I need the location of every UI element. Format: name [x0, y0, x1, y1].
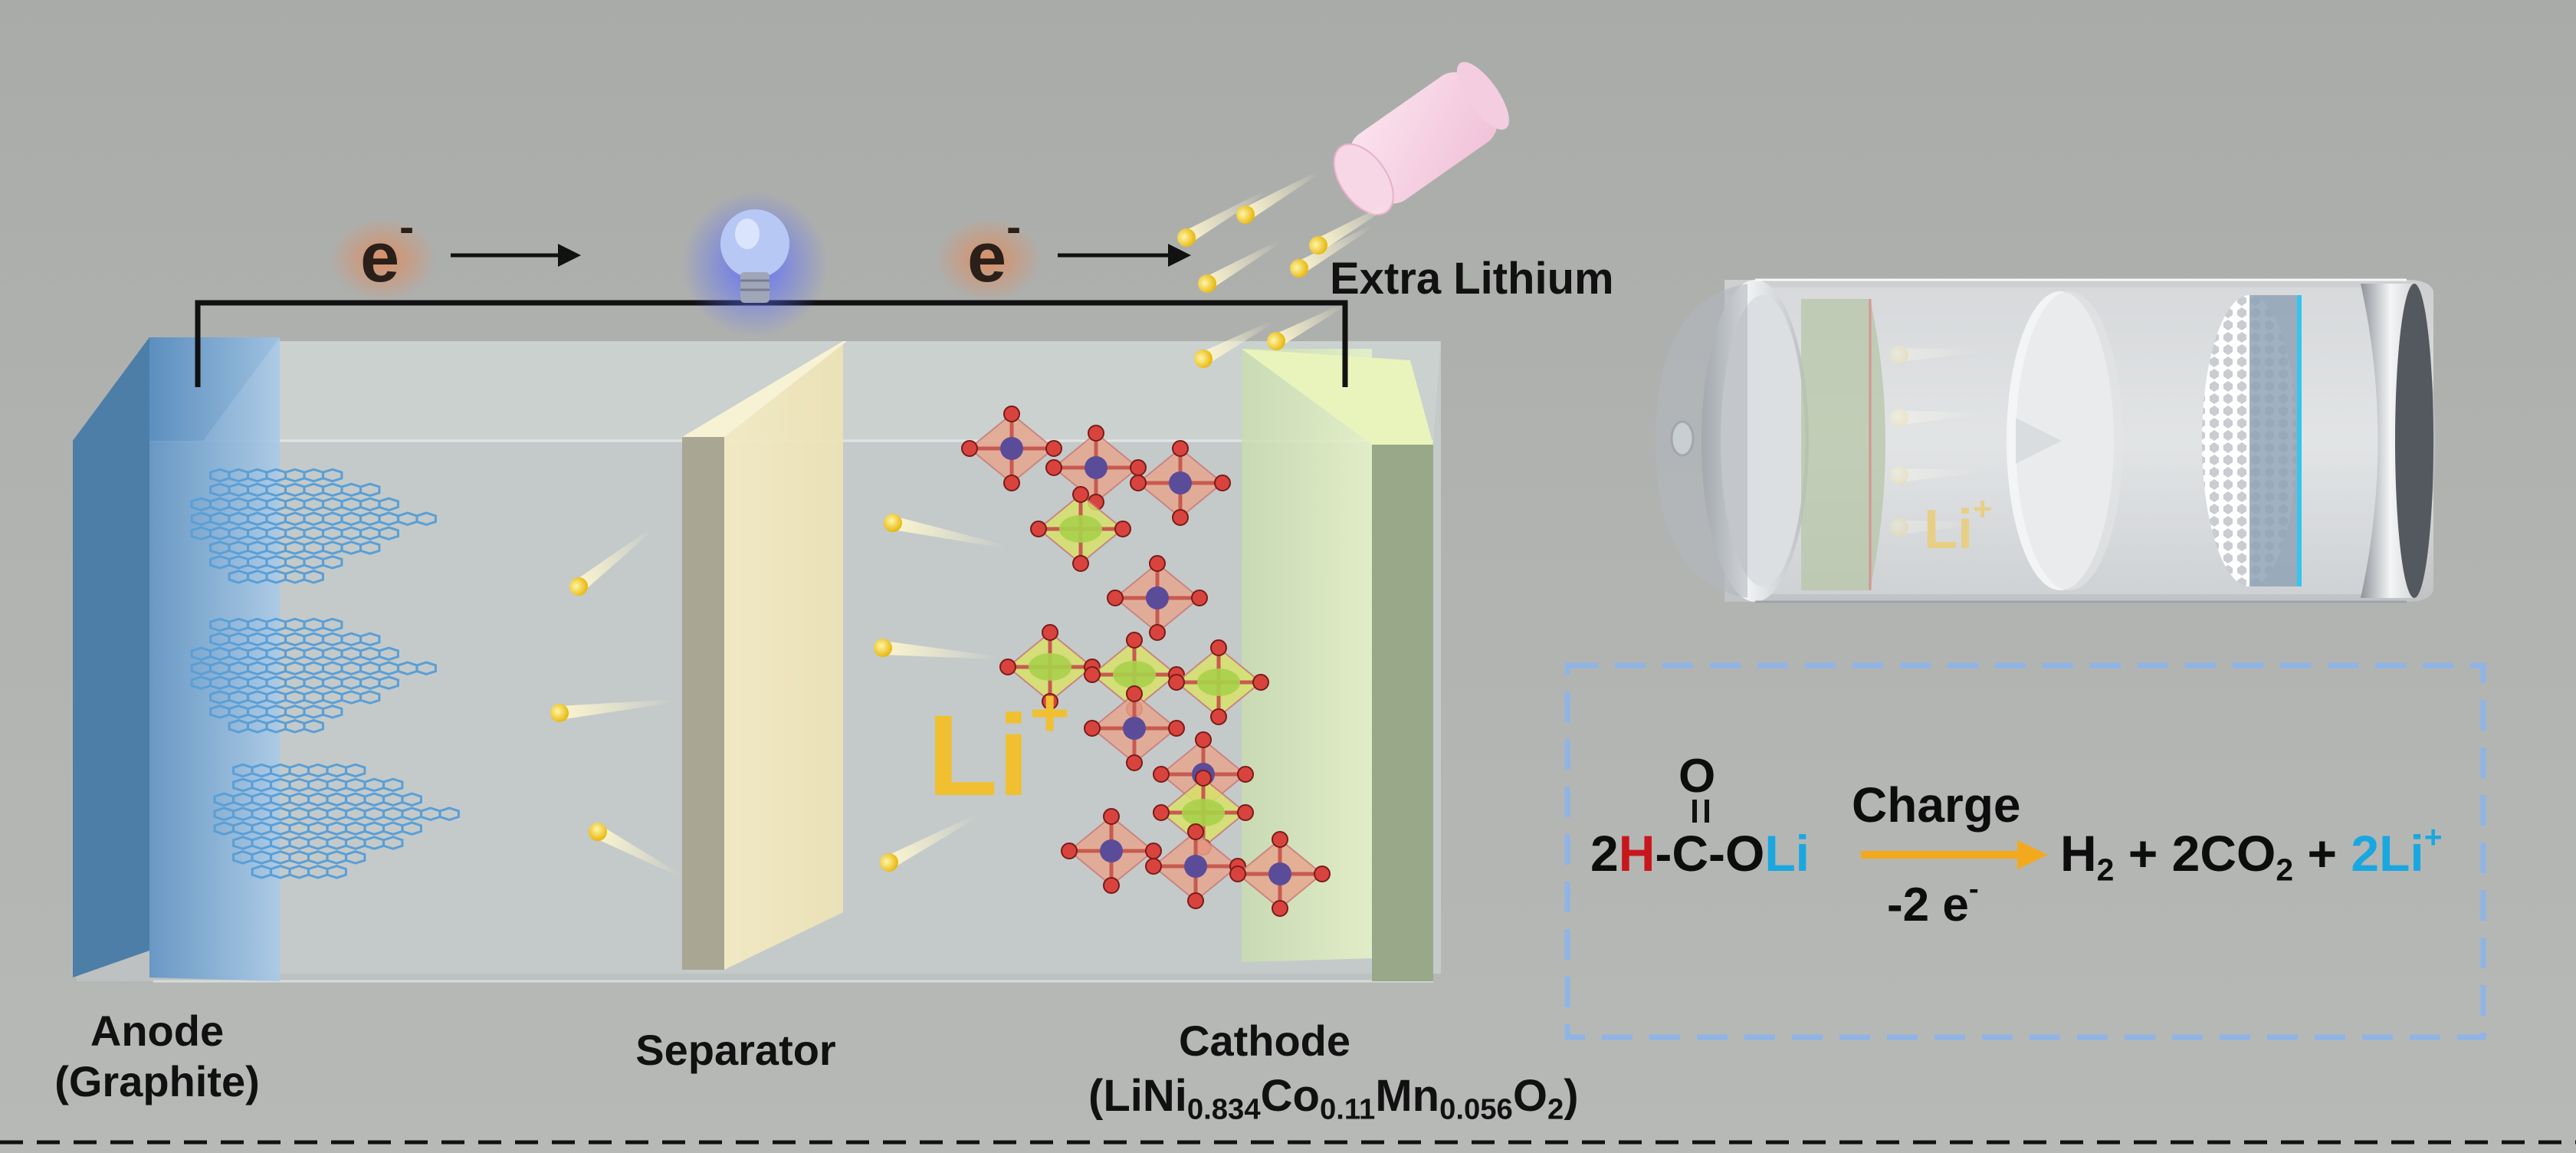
- graphite-sheet: [213, 763, 460, 879]
- reaction-reactant: 2H-C-OLi: [1590, 825, 1810, 882]
- lithium-ion: [1309, 202, 1393, 255]
- cathode-label-line1: Cathode: [1179, 1017, 1350, 1065]
- lithium-ion: [880, 814, 978, 872]
- reaction-condition-charge: Charge: [1852, 777, 2021, 833]
- separator-label: Separator: [635, 1026, 836, 1074]
- cathode-formula: (LiNi0.834Co0.11Mn0.056O2): [1088, 1071, 1579, 1126]
- anode-label: Anode (Graphite): [31, 1006, 284, 1107]
- li-ion-label-cylinder: Li+: [1924, 491, 1993, 560]
- octahedron: [1045, 425, 1147, 511]
- electron-label-1: e-: [360, 202, 415, 297]
- octahedron: [1061, 808, 1162, 894]
- lithium-ion: [1290, 225, 1373, 278]
- extra-lithium-source: [1333, 61, 1509, 215]
- graphite-layers: [190, 468, 460, 879]
- extra-lithium-label: Extra Lithium: [1330, 254, 1614, 304]
- lithium-ion: [884, 514, 1006, 549]
- cathode-plate: [1242, 349, 1433, 981]
- octahedron: [1168, 639, 1269, 725]
- lithium-ion: [1267, 304, 1345, 350]
- graphite-sheet: [190, 468, 437, 584]
- graphite-sheet: [190, 617, 437, 734]
- lithium-ion: [874, 639, 998, 660]
- octahedron: [961, 406, 1062, 491]
- lithium-ion: [1194, 321, 1272, 368]
- octahedron: [1107, 555, 1208, 641]
- octahedron: [1084, 685, 1185, 771]
- light-bulb-icon: [682, 192, 828, 337]
- octahedron: [1130, 440, 1231, 526]
- cylinder-cell: [1656, 278, 2436, 603]
- separator-plate: [682, 341, 847, 970]
- anode-label-line2: (Graphite): [54, 1057, 260, 1106]
- reaction-o-top: O: [1679, 750, 1716, 803]
- reaction-arrow: [1861, 840, 2048, 869]
- reaction-condition-electrons: -2 e-: [1887, 872, 1979, 931]
- octahedron: [1153, 770, 1254, 856]
- electron-glow-1: [330, 217, 437, 301]
- lithium-ion: [1177, 190, 1267, 247]
- cell-top: [77, 341, 1441, 441]
- lithium-ion: [589, 823, 680, 877]
- battery-cell: [73, 337, 1441, 983]
- lithium-ion: [1198, 240, 1281, 293]
- anode-label-line1: Anode: [90, 1007, 225, 1055]
- octahedron: [1145, 823, 1246, 909]
- lithium-ion: [569, 528, 652, 596]
- li-ion-label-cell: Li+: [927, 675, 1070, 820]
- electron-label-2: e-: [967, 202, 1022, 297]
- anode-plate: [73, 337, 280, 981]
- lithium-ion: [550, 699, 674, 722]
- octahedron: [1030, 486, 1131, 572]
- electron-glow-2: [935, 217, 1042, 301]
- octahedron: [1229, 831, 1331, 917]
- reaction-products: H2 + 2CO2 + 2Li+: [2060, 819, 2443, 888]
- cathode-label: Cathode: [1073, 1016, 1456, 1066]
- cathode-crystal-structure: [961, 406, 1331, 917]
- reaction-box: [1564, 662, 2486, 1040]
- lithium-ion: [1236, 171, 1320, 224]
